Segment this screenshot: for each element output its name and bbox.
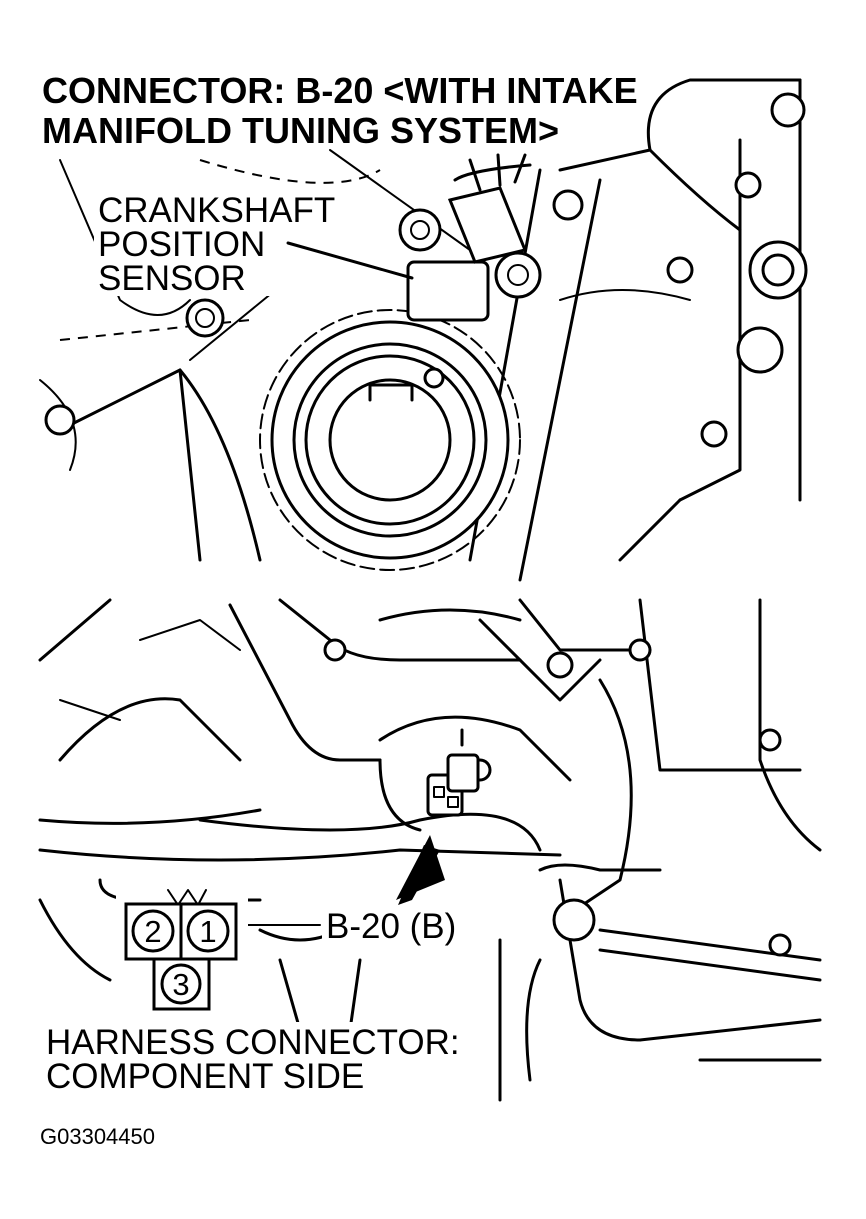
sensor-label-line-3: SENSOR [98,259,246,298]
sensor-label-line-2: POSITION [98,225,265,264]
connector-face-diagram: 2 1 3 [116,882,248,1012]
pin-3-label: 3 [172,967,189,1002]
connector-ref-label: B-20 (B) [326,907,456,946]
figure-code: G03304450 [40,1124,155,1149]
caption-background [42,1022,482,1096]
sensor-label-line-1: CRANKSHAFT [98,191,335,230]
connector-caption-line-2: COMPONENT SIDE [46,1057,364,1096]
connector-ref-background [322,906,466,946]
sensor-label-background [94,188,352,296]
pin-1-label: 1 [199,914,216,949]
connector-caption-line-1: HARNESS CONNECTOR: [46,1023,460,1062]
title-line-2: MANIFOLD TUNING SYSTEM> [42,110,559,151]
connector-pointer-arrow [396,835,445,905]
title-line-1: CONNECTOR: B-20 <WITH INTAKE [42,70,638,111]
crankshaft-illustration [39,78,808,582]
pin-2-label: 2 [144,914,161,949]
sensor-leader-line [286,241,414,280]
